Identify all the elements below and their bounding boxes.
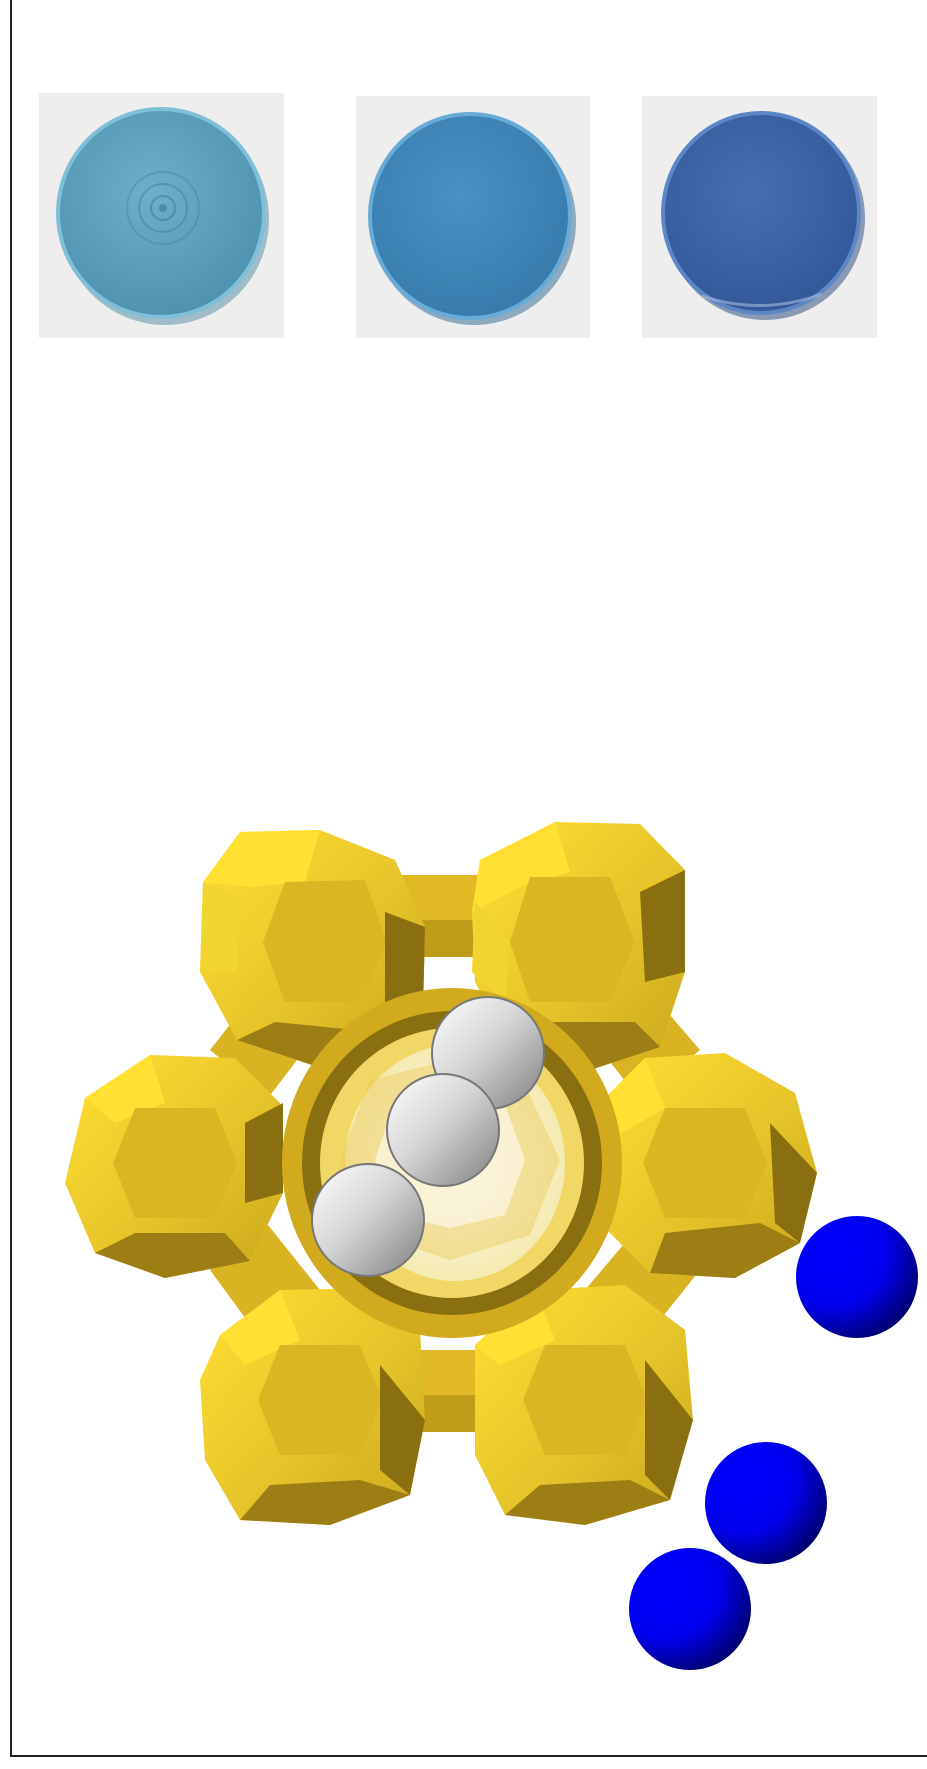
cage-right xyxy=(593,1053,817,1278)
cage-left xyxy=(65,1055,283,1278)
guest-molecule-inside-2 xyxy=(387,1074,499,1186)
guest-molecule-inside-3 xyxy=(312,1164,424,1276)
guest-molecule-outside-3 xyxy=(629,1548,751,1670)
guest-molecule-outside-2 xyxy=(705,1442,827,1564)
guest-molecule-outside-1 xyxy=(796,1216,918,1338)
